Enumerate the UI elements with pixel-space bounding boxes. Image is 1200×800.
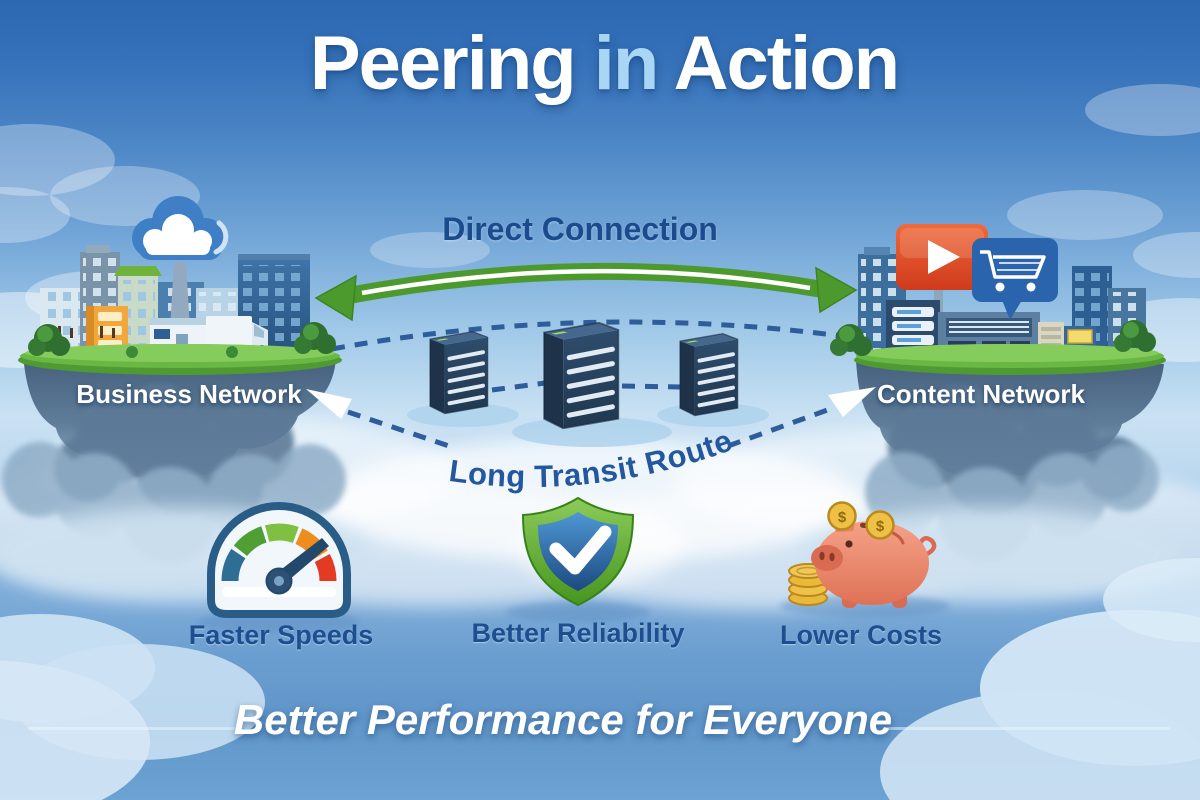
server-rack-icon	[544, 323, 618, 429]
svg-text:$: $	[876, 518, 885, 535]
content-network-island	[830, 224, 1166, 478]
transit-dashed-route	[331, 319, 871, 450]
server-rack-icon	[428, 329, 490, 416]
video-play-icon	[896, 224, 988, 290]
content-buildings	[858, 247, 1146, 356]
business-network-label: Business Network	[76, 379, 302, 409]
title-word-in: in	[593, 21, 660, 106]
coin-icon: $	[865, 510, 895, 540]
benefit-label-better-reliability: Better Reliability	[471, 618, 685, 648]
business-buildings	[40, 196, 310, 356]
shopping-cart-icon	[972, 238, 1058, 320]
under-island-clouds	[0, 384, 1180, 603]
route-arrow-right	[828, 387, 876, 417]
piggy-bank-icon: $ $	[780, 501, 950, 617]
shield-check-icon	[506, 496, 650, 622]
transit-servers	[407, 323, 769, 447]
coin-icon: $	[827, 501, 857, 531]
server-rack-icon	[678, 331, 740, 418]
bottom-clouds	[0, 558, 1200, 800]
page-title: Peering in Action	[309, 20, 900, 107]
speedometer-icon	[199, 502, 359, 633]
route-arrow-left	[306, 389, 352, 419]
title-word-action: Action	[673, 21, 900, 106]
benefit-label-faster-speeds: Faster Speeds	[188, 620, 374, 650]
content-network-label: Content Network	[877, 379, 1085, 409]
title-word-peering: Peering	[309, 21, 577, 106]
tagline-divider-right	[884, 727, 1170, 730]
tagline-divider-left	[28, 727, 240, 730]
direct-connection-arrow	[314, 262, 858, 322]
benefit-label-lower-costs: Lower Costs	[779, 620, 943, 650]
direct-connection-label: Direct Connection	[442, 211, 718, 247]
route-arrows	[306, 387, 876, 419]
tagline: Better Performance for Everyone	[233, 696, 893, 743]
svg-text:$: $	[838, 509, 847, 526]
